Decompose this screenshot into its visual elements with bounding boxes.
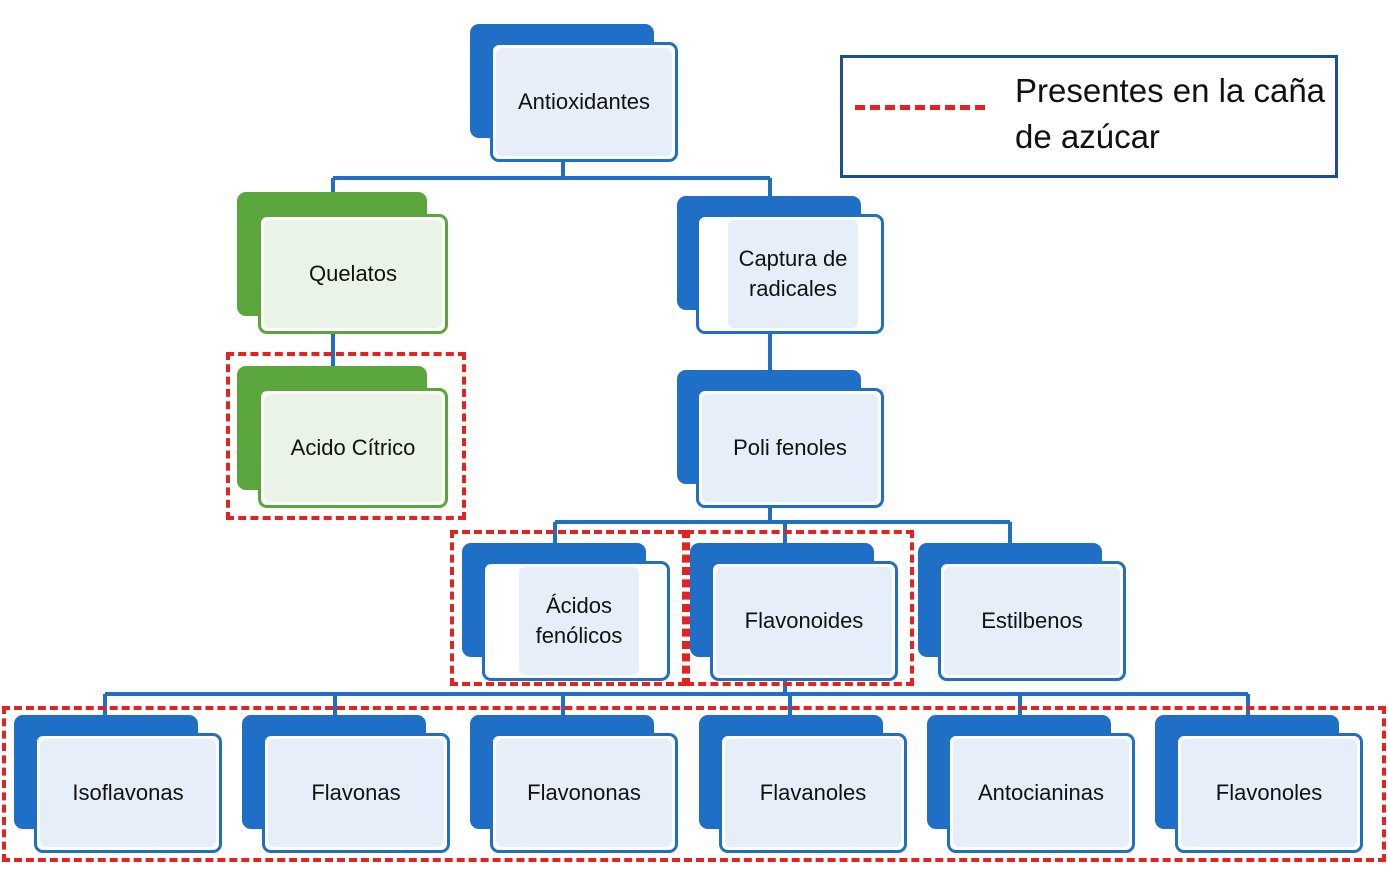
node-antocianinas: Antocianinas bbox=[927, 715, 1135, 853]
node-flavanoles-label: Flavanoles bbox=[725, 739, 901, 847]
node-flavonoides: Flavonoides bbox=[690, 543, 898, 681]
node-antioxidantes: Antioxidantes bbox=[470, 24, 678, 162]
node-flavononas-label: Flavononas bbox=[496, 739, 672, 847]
node-flavonas-label: Flavonas bbox=[268, 739, 444, 847]
node-captura-radicales: Captura de radicales bbox=[677, 196, 884, 334]
node-acido-citrico-label: Acido Cítrico bbox=[264, 394, 442, 502]
legend-label: Presentes en la caña de azúcar bbox=[1015, 72, 1326, 155]
node-flavononas: Flavononas bbox=[470, 715, 678, 853]
highlight-bottom-row bbox=[2, 706, 1386, 862]
node-antioxidantes-label: Antioxidantes bbox=[496, 48, 672, 156]
node-antocianinas-label: Antocianinas bbox=[953, 739, 1129, 847]
node-acido-citrico: Acido Cítrico bbox=[237, 366, 448, 508]
node-captura-radicales-label: Captura de radicales bbox=[728, 220, 858, 328]
highlight-acido-citrico bbox=[226, 352, 466, 520]
node-flavonoles: Flavonoles bbox=[1155, 715, 1363, 853]
node-flavonoles-label: Flavonoles bbox=[1181, 739, 1357, 847]
node-estilbenos-label: Estilbenos bbox=[944, 567, 1120, 675]
node-isoflavonas: Isoflavonas bbox=[14, 715, 222, 853]
node-flavanoles: Flavanoles bbox=[699, 715, 907, 853]
node-estilbenos: Estilbenos bbox=[918, 543, 1126, 681]
node-quelatos-label: Quelatos bbox=[264, 220, 442, 328]
legend: Presentes en la caña de azúcar bbox=[840, 55, 1338, 178]
node-quelatos: Quelatos bbox=[237, 192, 448, 334]
node-poli-fenoles-label: Poli fenoles bbox=[702, 394, 878, 502]
node-poli-fenoles: Poli fenoles bbox=[677, 370, 884, 508]
legend-dashed-line bbox=[855, 105, 985, 110]
node-flavonas: Flavonas bbox=[242, 715, 450, 853]
node-acidos-fenolicos-label: Ácidos fenólicos bbox=[519, 567, 639, 675]
highlight-acidos-fenolicos bbox=[450, 530, 686, 686]
highlight-flavonoides bbox=[686, 530, 914, 686]
node-flavonoides-label: Flavonoides bbox=[716, 567, 892, 675]
node-isoflavonas-label: Isoflavonas bbox=[40, 739, 216, 847]
node-acidos-fenolicos: Ácidos fenólicos bbox=[462, 543, 670, 681]
